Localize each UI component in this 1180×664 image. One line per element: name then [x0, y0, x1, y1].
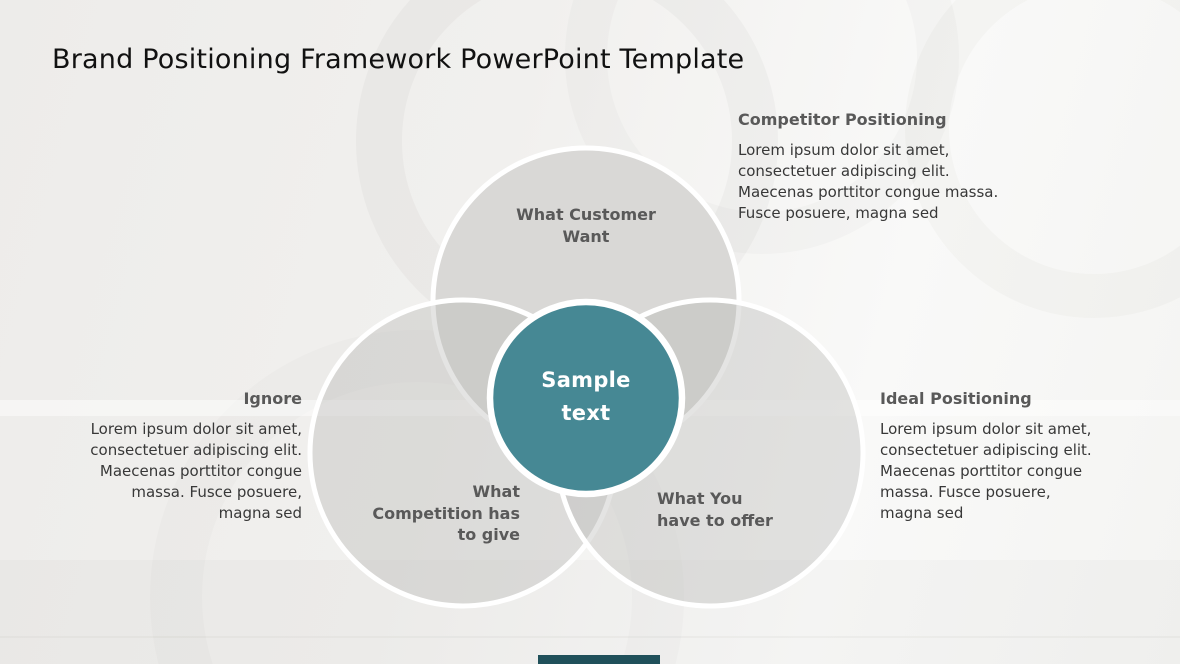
body-line: consectetuer adipiscing elit. — [738, 162, 950, 180]
body-line: consectetuer adipiscing elit. — [90, 441, 302, 459]
page-title: Brand Positioning Framework PowerPoint T… — [52, 44, 745, 75]
ideal-positioning-body: Lorem ipsum dolor sit amet, consectetuer… — [880, 419, 1160, 524]
competitor-positioning-body: Lorem ipsum dolor sit amet, consectetuer… — [738, 140, 1028, 224]
body-line: massa. Fusce posuere, — [131, 483, 302, 501]
body-line: Maecenas porttitor congue — [99, 462, 302, 480]
label-line: What You — [657, 489, 743, 508]
label-line: What Customer — [516, 205, 656, 224]
ideal-positioning-block: Ideal Positioning Lorem ipsum dolor sit … — [880, 389, 1160, 524]
ideal-positioning-heading: Ideal Positioning — [880, 389, 1032, 408]
label-line: Sample — [541, 368, 631, 392]
bottom-watermark-bar — [538, 655, 660, 664]
body-line: Lorem ipsum dolor sit amet, — [90, 420, 302, 438]
body-line: massa. Fusce posuere, — [880, 483, 1051, 501]
venn-center-circle — [486, 298, 686, 498]
ignore-heading: Ignore — [243, 389, 302, 408]
body-line: consectetuer adipiscing elit. — [880, 441, 1092, 459]
body-line: Lorem ipsum dolor sit amet, — [880, 420, 1092, 438]
body-line: Maecenas porttitor congue massa. — [738, 183, 999, 201]
label-line: Want — [562, 227, 610, 246]
label-line: Competition has — [372, 503, 520, 523]
circle-label-what-you-have-to-offer: What You have to offer — [657, 488, 877, 532]
label-line: text — [561, 401, 611, 425]
body-line: magna sed — [218, 504, 302, 522]
competitor-positioning-block: Competitor Positioning Lorem ipsum dolor… — [738, 110, 1028, 224]
label-line: have to offer — [657, 511, 773, 530]
center-circle-label: Sample text — [486, 364, 686, 430]
body-line: Fusce posuere, magna sed — [738, 204, 939, 222]
circle-label-what-competition-has-to-give: What Competition has to give — [300, 481, 520, 546]
competitor-positioning-heading: Competitor Positioning — [738, 110, 947, 129]
label-line: What — [472, 482, 520, 501]
body-line: magna sed — [880, 504, 964, 522]
body-line: Lorem ipsum dolor sit amet, — [738, 141, 950, 159]
label-line: to give — [457, 525, 520, 544]
body-line: Maecenas porttitor congue — [880, 462, 1083, 480]
circle-label-what-customer-want: What Customer Want — [436, 204, 736, 248]
ignore-body: Lorem ipsum dolor sit amet, consectetuer… — [36, 419, 302, 524]
ignore-block: Ignore Lorem ipsum dolor sit amet, conse… — [36, 389, 302, 524]
